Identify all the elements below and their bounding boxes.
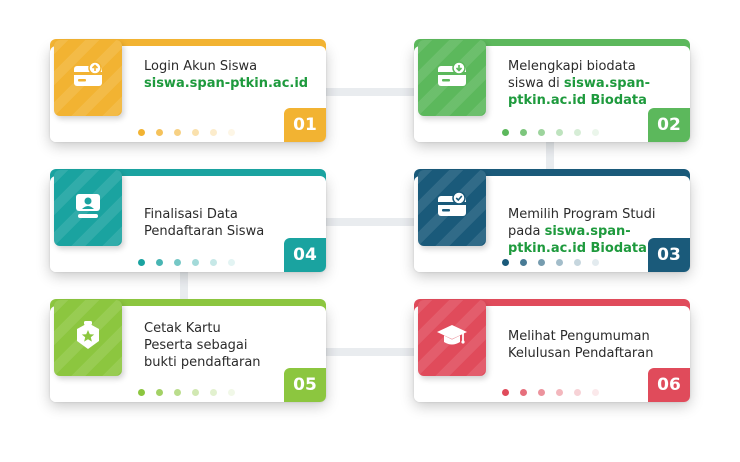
step-text: Melengkapi biodata siswa di siswa.span- … (508, 58, 682, 109)
step-link[interactable]: siswa.span- (544, 224, 631, 239)
step-icon-box (54, 300, 122, 376)
step-title: Melihat Pengumuman (508, 329, 650, 344)
card-check-icon (438, 191, 466, 216)
connector-05-06 (322, 348, 418, 356)
step-number: 02 (648, 108, 690, 142)
step-number: 06 (648, 368, 690, 402)
progress-dots (502, 389, 599, 396)
connector-01-02 (322, 88, 418, 96)
graduation-cap-icon (437, 325, 467, 345)
step-icon-box (418, 170, 486, 246)
progress-dots (138, 389, 235, 396)
step-link[interactable]: siswa.span- (563, 76, 651, 91)
step-card-03: Memilih Program Studi pada siswa.span- p… (414, 169, 690, 272)
progress-dots (502, 129, 599, 136)
step-link[interactable]: siswa.span-ptkin.ac.id (144, 76, 309, 91)
step-text: Finalisasi Data Pendaftaran Siswa (144, 206, 318, 240)
step-title: Cetak Kartu (144, 321, 221, 336)
progress-dots (138, 259, 235, 266)
step-card-04: Finalisasi Data Pendaftaran Siswa 04 (50, 169, 326, 272)
step-card-06: Melihat Pengumuman Kelulusan Pendaftaran… (414, 299, 690, 402)
step-title: Melengkapi biodata (508, 59, 636, 74)
step-number: 01 (284, 108, 326, 142)
step-line2: pada (508, 224, 545, 239)
step-text: Memilih Program Studi pada siswa.span- p… (508, 206, 682, 257)
step-number: 05 (284, 368, 326, 402)
step-number: 03 (648, 238, 690, 272)
connector-02-03 (546, 138, 554, 180)
badge-star-icon (77, 321, 99, 349)
step-title: Login Akun Siswa (144, 59, 258, 74)
step-card-05: Cetak Kartu Peserta sebagai bukti pendaf… (50, 299, 326, 402)
progress-dots (138, 129, 235, 136)
card-download-icon (438, 61, 466, 86)
step-card-02: Melengkapi biodata siswa di siswa.span- … (414, 39, 690, 142)
step-line2: Pendaftaran Siswa (144, 224, 265, 239)
step-line2: siswa di (508, 76, 564, 91)
step-line2: Peserta sebagai (144, 338, 248, 353)
user-monitor-icon (76, 194, 100, 218)
step-link-cont[interactable]: ptkin.ac.id Biodata (508, 241, 647, 256)
connector-03-04 (322, 218, 418, 226)
progress-dots (502, 259, 599, 266)
step-text: Login Akun Siswa siswa.span-ptkin.ac.id (144, 58, 318, 92)
step-number: 04 (284, 238, 326, 272)
step-title: Finalisasi Data (144, 207, 238, 222)
step-line2: Kelulusan Pendaftaran (508, 346, 654, 361)
card-upload-icon (74, 61, 102, 86)
step-card-01: Login Akun Siswa siswa.span-ptkin.ac.id … (50, 39, 326, 142)
step-icon-box (54, 170, 122, 246)
step-line3: bukti pendaftaran (144, 355, 261, 370)
step-icon-box (54, 40, 122, 116)
connector-04-05 (180, 270, 188, 310)
step-icon-box (418, 300, 486, 376)
step-text: Cetak Kartu Peserta sebagai bukti pendaf… (144, 320, 318, 371)
step-text: Melihat Pengumuman Kelulusan Pendaftaran (508, 328, 682, 362)
step-link-cont[interactable]: ptkin.ac.id Biodata (508, 93, 647, 108)
step-title: Memilih Program Studi (508, 207, 656, 222)
step-icon-box (418, 40, 486, 116)
